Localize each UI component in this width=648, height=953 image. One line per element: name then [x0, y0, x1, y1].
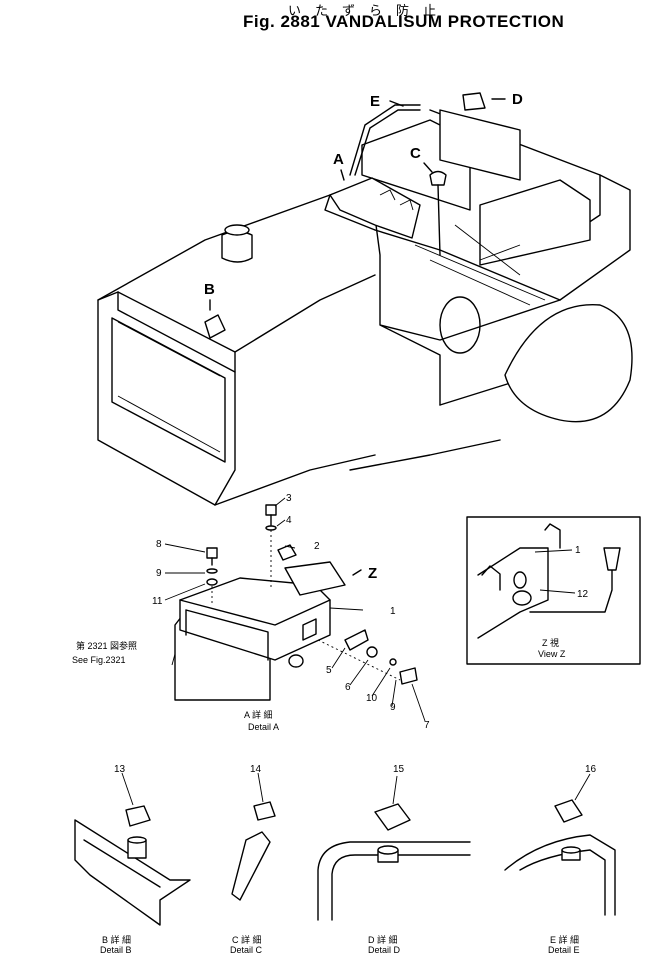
view-z-part-number-12: 12	[577, 589, 589, 600]
view-z-caption: View Z	[538, 649, 566, 659]
view-arrow-c-label: C	[410, 145, 421, 162]
detail-a-caption: Detail A	[248, 722, 279, 732]
part-number-9b: 9	[390, 702, 396, 713]
detail-c-drawing: 14 C 詳 細 Detail C	[230, 764, 276, 953]
detail-d-caption: Detail D	[368, 945, 401, 953]
part-number-11: 11	[152, 596, 163, 607]
detail-b-drawing: 13 B 詳 細 Detail B	[74, 764, 191, 953]
detail-d-drawing: 15 D 詳 細 Detail D	[317, 764, 471, 953]
part-number-15: 15	[393, 764, 405, 775]
view-arrow-d-label: D	[512, 91, 523, 108]
view-arrow-e-label: E	[370, 93, 380, 110]
detail-c-caption: Detail C	[230, 945, 263, 953]
detail-b-caption-jp: B 詳 細	[102, 934, 131, 945]
detail-b-caption: Detail B	[100, 945, 132, 953]
view-z-panel: 1 12 Z 視 View Z	[466, 516, 641, 665]
part-number-14: 14	[250, 764, 262, 775]
detail-a-part-numbers: 3 4 2 8 9 11 1 5 6 10 9 7	[152, 493, 430, 731]
part-number-16: 16	[585, 764, 597, 775]
view-arrow-b-label: B	[204, 281, 215, 298]
view-z-caption-jp: Z 視	[542, 637, 559, 648]
detail-e-caption: Detail E	[548, 945, 580, 953]
part-number-6: 6	[345, 682, 351, 693]
detail-a-caption-jp: A 詳 細	[244, 709, 273, 720]
figure-title: Fig. 2881 VANDALISUM PROTECTION	[243, 12, 565, 31]
view-z-part-number-1: 1	[575, 545, 581, 556]
detail-e-caption-jp: E 詳 細	[550, 934, 579, 945]
part-number-3: 3	[286, 493, 292, 504]
part-number-13: 13	[114, 764, 126, 775]
part-number-9: 9	[156, 568, 162, 579]
part-number-5: 5	[326, 665, 332, 676]
detail-c-caption-jp: C 詳 細	[232, 934, 262, 945]
see-figure-reference: See Fig.2321	[72, 655, 126, 665]
part-number-1: 1	[390, 606, 396, 617]
view-arrow-z-label: Z	[368, 565, 377, 582]
see-figure-reference-jp: 第 2321 図参照	[76, 640, 137, 651]
figure-title-japanese: いたずら防止	[288, 3, 451, 18]
part-number-2: 2	[314, 541, 320, 552]
part-number-10: 10	[366, 693, 378, 704]
part-number-7: 7	[424, 720, 430, 731]
view-arrow-a-label: A	[333, 151, 344, 168]
view-arrow-markers: E D C A B	[204, 91, 523, 311]
machine-body-drawing	[97, 92, 633, 506]
part-number-8: 8	[156, 539, 162, 550]
detail-e-drawing: 16 E 詳 細 Detail E	[504, 764, 616, 953]
part-number-4: 4	[286, 515, 292, 526]
detail-a-exploded: Z	[164, 497, 426, 722]
detail-d-caption-jp: D 詳 細	[368, 934, 398, 945]
